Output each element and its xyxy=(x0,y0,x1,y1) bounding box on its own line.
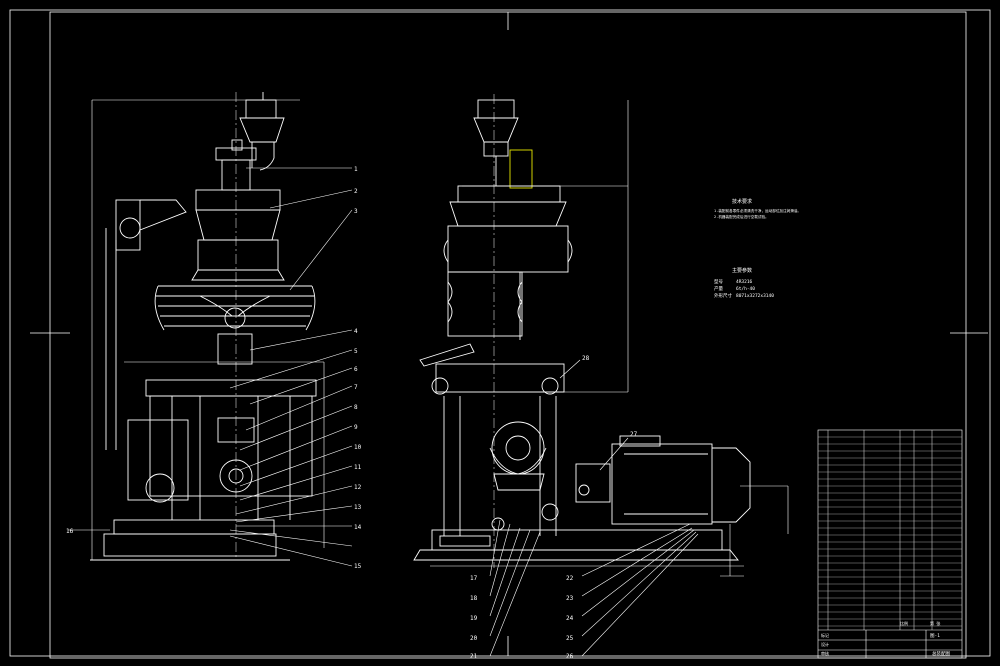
technical-notes: 技术要求 1.装配前各零件必须清洗干净，运动部位加注润滑油。 2.机器装配完成后… xyxy=(714,198,801,219)
callout-label: 19 xyxy=(470,615,478,622)
callout-label: 7 xyxy=(354,384,358,391)
specs-heading: 主要参数 xyxy=(732,267,752,274)
callout-label: 5 xyxy=(354,348,358,355)
callout-label: 26 xyxy=(566,653,574,660)
callout-label: 16 xyxy=(66,528,74,535)
row-label: 设计 xyxy=(821,641,829,647)
callout-label: 8 xyxy=(354,404,358,411)
callout-label: 18 xyxy=(470,595,478,602)
callout-label: 12 xyxy=(354,484,362,491)
scale-label: 比例 xyxy=(900,620,908,626)
callout-label: 10 xyxy=(354,444,362,451)
callout-label: 3 xyxy=(354,208,358,215)
callout-label: 23 xyxy=(566,595,574,602)
left-callout-labels: 1 2 3 4 5 6 7 8 9 10 11 12 13 14 15 16 xyxy=(66,166,362,570)
callout-label: 11 xyxy=(354,464,362,471)
spec-label: 产量 xyxy=(714,285,723,292)
callout-label: 28 xyxy=(582,355,590,362)
drawing-title: 总装配图 xyxy=(932,650,950,657)
spec-parameters: 主要参数 型号 4R3216 产量 6t/h-40 外形尺寸 8071x3272… xyxy=(714,267,774,299)
callout-label: 21 xyxy=(470,653,478,660)
callout-label: 1 xyxy=(354,166,358,173)
notes-heading: 技术要求 xyxy=(732,198,752,205)
callout-label: 14 xyxy=(354,524,362,531)
callout-label: 6 xyxy=(354,366,358,373)
left-elevation-view xyxy=(68,92,353,567)
notes-line: 1.装配前各零件必须清洗干净，运动部位加注润滑油。 xyxy=(714,208,801,213)
title-block xyxy=(817,429,963,659)
spec-value: 4R3216 xyxy=(736,279,753,285)
row-label: 审核 xyxy=(821,650,829,656)
row-label: 标记 xyxy=(821,632,829,638)
callout-label: 17 xyxy=(470,575,478,582)
bottom-callout-labels: 17 18 19 20 21 22 23 24 25 26 28 27 xyxy=(470,355,638,660)
drawing-number: 图-1 xyxy=(930,633,940,639)
callout-label: 24 xyxy=(566,615,574,622)
spec-label: 型号 xyxy=(714,278,723,285)
drawing-frame xyxy=(9,9,991,659)
spec-label: 外形尺寸 xyxy=(714,292,732,299)
spec-value: 6t/h-40 xyxy=(736,286,755,292)
notes-line: 2.机器装配完成后进行空载试验。 xyxy=(714,214,769,219)
sheet-label: 第 张 xyxy=(930,620,940,626)
callout-label: 13 xyxy=(354,504,362,511)
spec-value: 8071x3272x3140 xyxy=(736,293,774,299)
callout-label: 25 xyxy=(566,635,574,642)
callout-label: 4 xyxy=(354,328,358,335)
callout-label: 20 xyxy=(470,635,478,642)
callout-label: 15 xyxy=(354,563,362,570)
title-block-text: 图-1 总装配图 比例 第 张 标记 设计 审核 xyxy=(821,620,950,657)
callout-label: 27 xyxy=(630,431,638,438)
callout-label: 22 xyxy=(566,575,574,582)
right-elevation-view xyxy=(413,94,789,657)
callout-label: 9 xyxy=(354,424,358,431)
callout-label: 2 xyxy=(354,188,358,195)
